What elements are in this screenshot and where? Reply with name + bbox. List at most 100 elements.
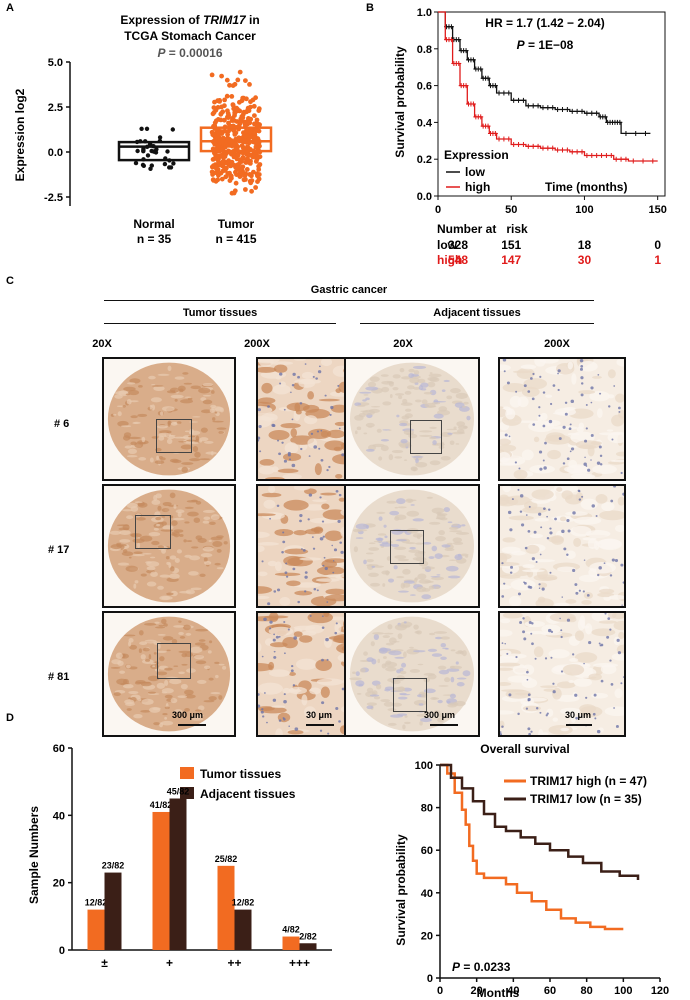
tissue-speck xyxy=(171,638,178,644)
nucleus xyxy=(292,372,296,376)
tissue-speck xyxy=(157,521,164,525)
tissue-speck xyxy=(400,402,413,406)
nucleus xyxy=(283,621,286,624)
tissue-speck xyxy=(450,649,456,652)
scale-bar-row3-col2 xyxy=(306,724,334,726)
tissue-speck xyxy=(121,425,132,428)
tissue-speck xyxy=(448,559,457,561)
panel-b-y-tick-label: 0.8 xyxy=(417,44,432,56)
tissue-speck xyxy=(431,402,441,405)
tissue-speck xyxy=(406,510,420,517)
tissue-speck xyxy=(170,698,178,704)
panel-c-row-label-81: # 81 xyxy=(48,671,70,683)
tissue-speck xyxy=(392,386,399,391)
tissue-fiber xyxy=(597,592,615,598)
tissue-speck xyxy=(404,715,408,718)
tissue-speck xyxy=(409,646,414,649)
tissue-speck xyxy=(119,539,131,543)
tissue-speck xyxy=(216,549,222,553)
panel-d-bar-label: 2/82 xyxy=(299,931,317,941)
panel-a-point-tumor xyxy=(211,105,217,110)
tissue-speck xyxy=(181,466,188,473)
nucleus xyxy=(307,518,310,521)
tissue-speck xyxy=(130,506,139,512)
tissue-speck xyxy=(195,709,202,712)
tissue-fiber xyxy=(288,672,296,676)
nucleus xyxy=(566,457,570,461)
tissue-speck xyxy=(169,387,180,393)
tissue-speck xyxy=(363,559,367,565)
tissue-speck xyxy=(446,395,453,400)
tissue-speck xyxy=(429,372,433,374)
nucleus xyxy=(615,724,619,728)
nucleus xyxy=(583,559,586,561)
nucleus xyxy=(554,517,557,521)
nucleus xyxy=(271,423,275,427)
panel-e-xlabel: Months xyxy=(477,986,520,1000)
tissue-fiber xyxy=(563,465,590,473)
tissue-speck xyxy=(169,678,182,685)
tissue-speck xyxy=(209,640,213,644)
tissue-speck xyxy=(151,385,164,387)
tissue-speck xyxy=(160,411,164,416)
nucleus xyxy=(622,581,624,584)
panel-a-box-normal xyxy=(117,140,191,162)
panel-a-point-normal xyxy=(139,126,144,131)
tissue-fiber xyxy=(573,678,593,687)
nucleus xyxy=(267,602,271,606)
panel-a-point-tumor xyxy=(240,155,246,160)
tissue-speck xyxy=(440,455,451,461)
tissue-speck xyxy=(167,420,172,425)
tissue-fiber xyxy=(517,396,529,408)
tissue-speck xyxy=(454,554,463,561)
panel-a-point-tumor xyxy=(243,160,249,165)
tissue-fiber xyxy=(284,548,309,555)
tissue-speck xyxy=(421,692,428,698)
nucleus xyxy=(598,566,602,570)
tissue-speck xyxy=(416,714,430,717)
panel-b-risk-value: 0 xyxy=(654,238,661,252)
nucleus xyxy=(308,493,313,497)
tissue-speck xyxy=(200,427,208,433)
scale-bar-row3-col3 xyxy=(430,724,458,726)
tissue-speck xyxy=(455,531,470,535)
panel-b-censor-mark xyxy=(535,143,541,149)
nucleus xyxy=(531,622,534,625)
tissue-speck xyxy=(460,650,464,655)
panel-a-group-name: Normal xyxy=(133,217,174,231)
tissue-speck xyxy=(137,413,148,417)
tissue-fiber xyxy=(578,390,596,395)
panel-a-point-tumor xyxy=(232,110,238,115)
panel-d-bar xyxy=(104,872,122,950)
tissue-speck xyxy=(161,508,170,513)
tissue-speck xyxy=(138,648,142,654)
nucleus xyxy=(511,498,514,501)
tissue-speck xyxy=(214,661,220,664)
panel-b-censor-mark xyxy=(525,143,531,149)
tissue-speck xyxy=(212,417,216,421)
panel-d-bar-label: 23/82 xyxy=(102,861,125,871)
nucleus xyxy=(542,424,546,428)
tissue-fiber xyxy=(557,566,576,572)
tissue-speck xyxy=(421,566,435,570)
nucleus xyxy=(517,488,520,491)
tissue-speck xyxy=(200,409,213,414)
panel-b-censor-mark xyxy=(630,158,636,164)
tissue-speck xyxy=(418,703,424,706)
nucleus xyxy=(258,704,261,708)
tissue-speck xyxy=(387,624,393,630)
nucleus xyxy=(522,630,526,634)
tissue-speck xyxy=(174,558,180,564)
tissue-speck xyxy=(191,499,198,502)
tissue-speck xyxy=(381,386,390,393)
tissue-fiber xyxy=(324,530,343,542)
tissue-fiber xyxy=(282,687,291,694)
tissue-speck xyxy=(380,439,390,442)
nucleus xyxy=(337,384,340,387)
tissue-speck xyxy=(210,514,220,521)
tissue-speck xyxy=(124,699,135,705)
tissue-fiber xyxy=(308,428,332,440)
tissue-speck xyxy=(452,541,464,545)
nucleus xyxy=(261,655,264,658)
panel-a-point-normal xyxy=(157,135,163,140)
